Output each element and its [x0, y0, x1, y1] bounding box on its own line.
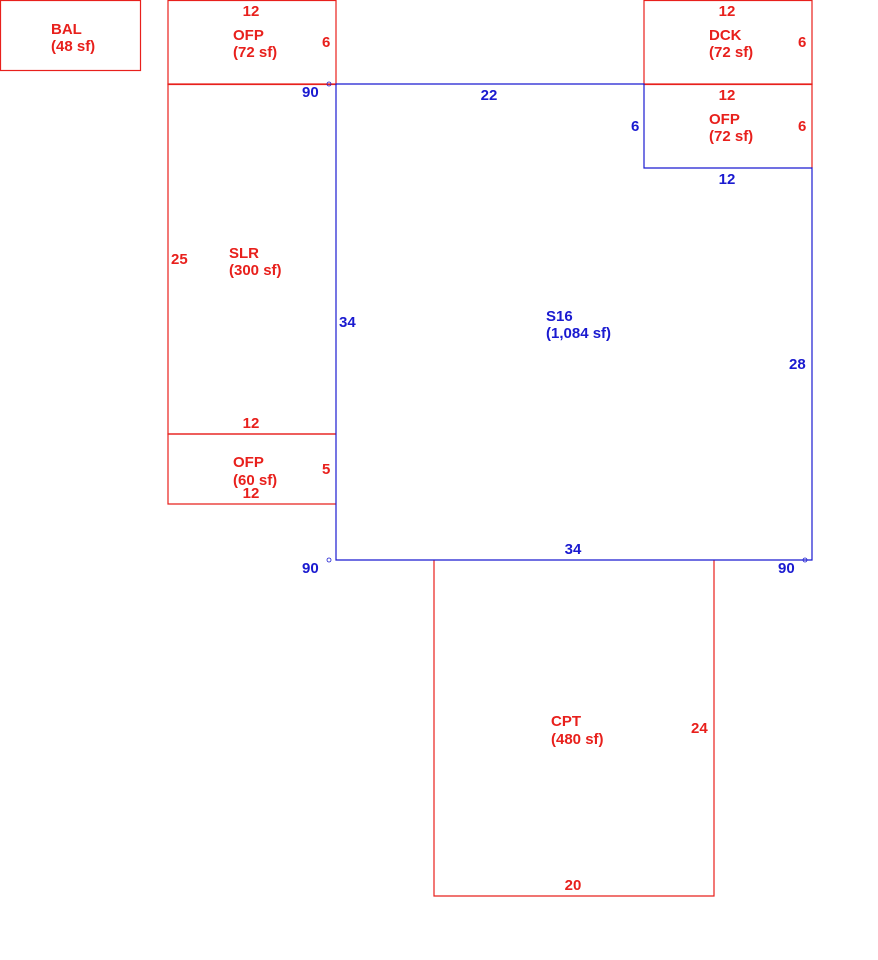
main-dim-top: 22	[481, 87, 498, 104]
angle-bottom-left: 90	[302, 560, 319, 577]
slr-dim-bottom: 12	[243, 415, 260, 432]
main-area: (1,084 sf)	[546, 325, 611, 342]
ofp-top-dim-right: 6	[322, 34, 330, 51]
angle-marker-bottom-left	[326, 557, 332, 563]
main-dim-left: 34	[339, 314, 356, 331]
cpt-area: (480 sf)	[551, 731, 604, 748]
angle-marker-bottom-right	[802, 557, 808, 563]
angle-top-left: 90	[302, 84, 319, 101]
ofp-right-dim-top: 12	[719, 87, 736, 104]
angle-marker-top-left	[326, 81, 332, 87]
ofp-top-dim-top: 12	[243, 3, 260, 20]
bal-area: (48 sf)	[51, 38, 95, 55]
dck-dim-right: 6	[798, 34, 806, 51]
main-code: S16	[546, 308, 573, 325]
ofp-bottom-outline	[167, 433, 336, 505]
slr-dim-left: 25	[171, 251, 188, 268]
ofp-right-code: OFP	[709, 111, 740, 128]
slr-area: (300 sf)	[229, 262, 282, 279]
ofp-top-area: (72 sf)	[233, 44, 277, 61]
ofp-bottom-dim-bottom: 12	[243, 485, 260, 502]
dck-code: DCK	[709, 27, 742, 44]
cpt-outline	[433, 560, 715, 897]
main-dim-right: 28	[789, 356, 806, 373]
ofp-right-area: (72 sf)	[709, 128, 753, 145]
bal-code: BAL	[51, 21, 82, 38]
ofp-bottom-dim-right: 5	[322, 461, 330, 478]
dck-dim-top: 12	[719, 3, 736, 20]
ofp-right-dim-right: 6	[798, 118, 806, 135]
ofp-right-outline	[644, 83, 813, 168]
ofp-bottom-code: OFP	[233, 454, 264, 471]
angle-bottom-right: 90	[778, 560, 795, 577]
bal-outline	[0, 0, 142, 72]
main-dim-notch-bottom: 12	[719, 171, 736, 188]
dck-area: (72 sf)	[709, 44, 753, 61]
ofp-top-code: OFP	[233, 27, 264, 44]
ofp-bottom-area: (60 sf)	[233, 472, 277, 489]
slr-code: SLR	[229, 245, 259, 262]
cpt-dim-right: 24	[691, 720, 708, 737]
main-dim-bottom: 34	[565, 541, 582, 558]
main-structure-outline	[335, 83, 813, 561]
cpt-dim-bottom: 20	[565, 877, 582, 894]
main-dim-notch-side: 6	[631, 118, 639, 135]
cpt-code: CPT	[551, 713, 581, 730]
